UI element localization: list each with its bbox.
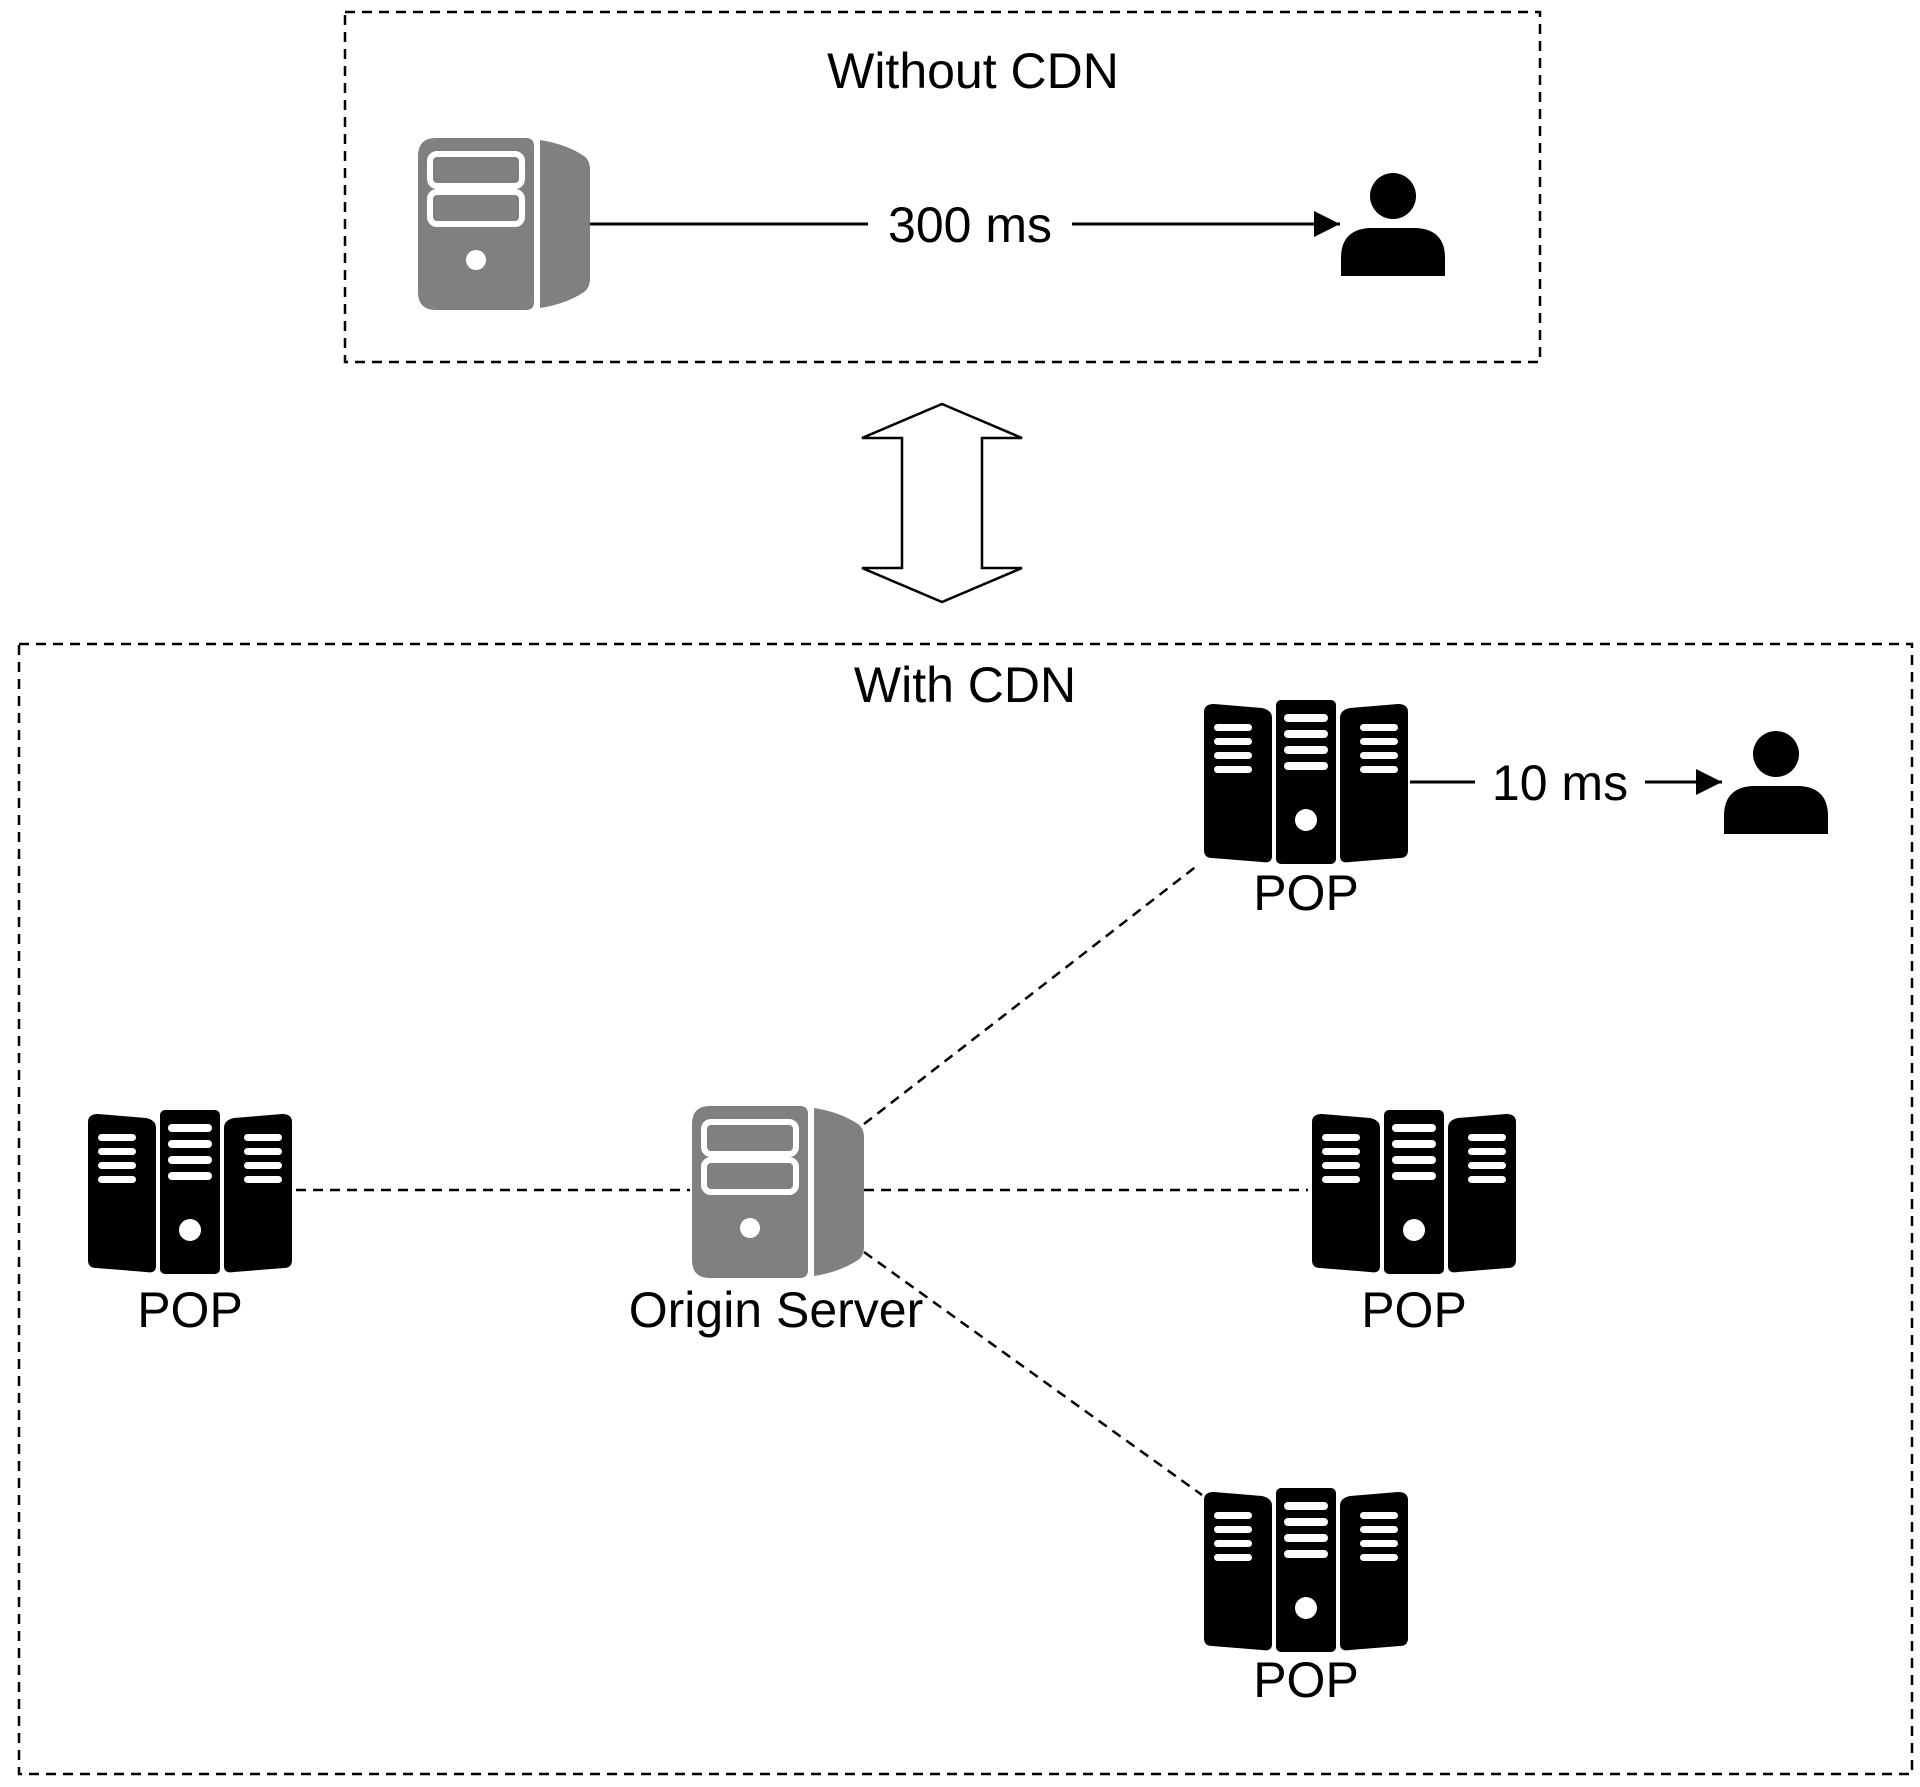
server-rack-icon (1204, 700, 1408, 864)
pop-right-label: POP (1361, 1282, 1467, 1338)
link-origin-top-pop (863, 864, 1199, 1125)
user-icon (1341, 173, 1445, 276)
with-cdn-latency: 10 ms (1492, 755, 1628, 811)
pop-left-label: POP (137, 1282, 243, 1338)
with-cdn-border (17, 642, 1914, 1776)
with-cdn-panel: With CDN Origin Server POP 10 ms POP POP… (17, 642, 1914, 1776)
without-cdn-latency: 300 ms (888, 197, 1052, 253)
pop-top-label: POP (1253, 865, 1359, 921)
user-icon-cdn (1724, 731, 1828, 834)
without-cdn-border (343, 10, 1542, 364)
link-origin-bottom-pop (863, 1250, 1203, 1497)
without-cdn-title: Without CDN (827, 43, 1119, 99)
without-cdn-panel: Without CDN 300 ms (343, 10, 1542, 364)
origin-server-icon (692, 1106, 864, 1278)
origin-server-label: Origin Server (629, 1282, 924, 1338)
server-rack-icon-right (1312, 1110, 1516, 1274)
server-rack-icon-left (88, 1110, 292, 1274)
double-arrow-icon (861, 402, 1023, 604)
tower-server-icon (418, 138, 590, 310)
pop-bottom-label: POP (1253, 1652, 1359, 1708)
server-rack-icon-bottom (1204, 1488, 1408, 1652)
with-cdn-title: With CDN (854, 657, 1076, 713)
